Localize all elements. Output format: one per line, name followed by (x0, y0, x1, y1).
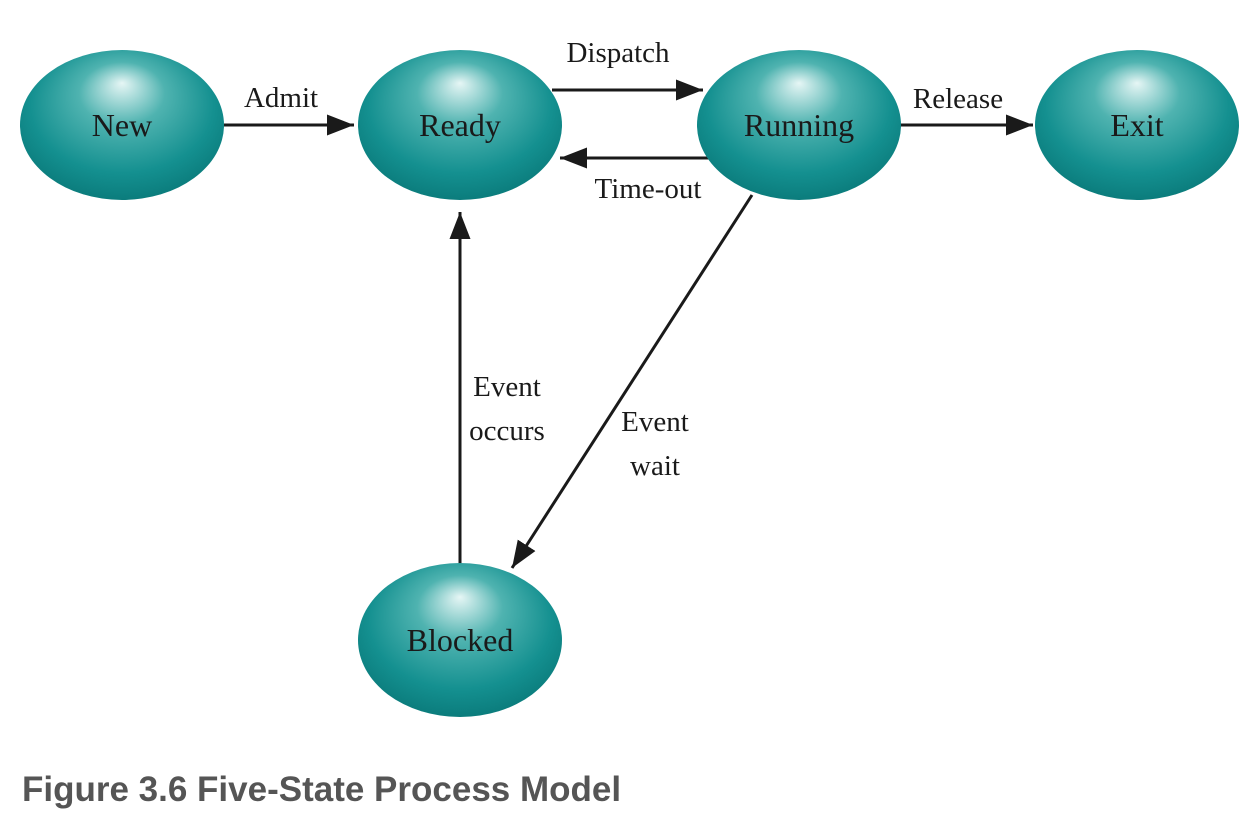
edge-label-event-wait-line2: wait (630, 450, 680, 482)
state-node-exit: Exit (1035, 50, 1239, 200)
state-label-exit: Exit (1110, 107, 1163, 143)
edge-label-event-wait-line1: Event (621, 406, 689, 438)
edge-label-dispatch: Dispatch (566, 37, 670, 69)
edge-label-admit: Admit (244, 82, 318, 114)
state-diagram: New Ready Running Exit Blocked Admit Dis… (20, 37, 1239, 717)
figure-caption: Figure 3.6 Five-State Process Model (22, 770, 622, 809)
state-node-running: Running (697, 50, 901, 200)
state-label-new: New (92, 107, 152, 143)
edge-event-wait (510, 194, 754, 569)
edge-label-release: Release (913, 83, 1003, 115)
state-node-new: New (20, 50, 224, 200)
edge-label-timeout: Time-out (595, 173, 702, 205)
edge-label-event-occurs-line2: occurs (469, 415, 545, 447)
edge-label-event-occurs-line1: Event (473, 371, 541, 403)
state-node-blocked: Blocked (358, 563, 562, 717)
state-label-running: Running (744, 107, 854, 143)
state-node-ready: Ready (358, 50, 562, 200)
state-label-ready: Ready (419, 107, 501, 143)
state-label-blocked: Blocked (407, 622, 514, 658)
